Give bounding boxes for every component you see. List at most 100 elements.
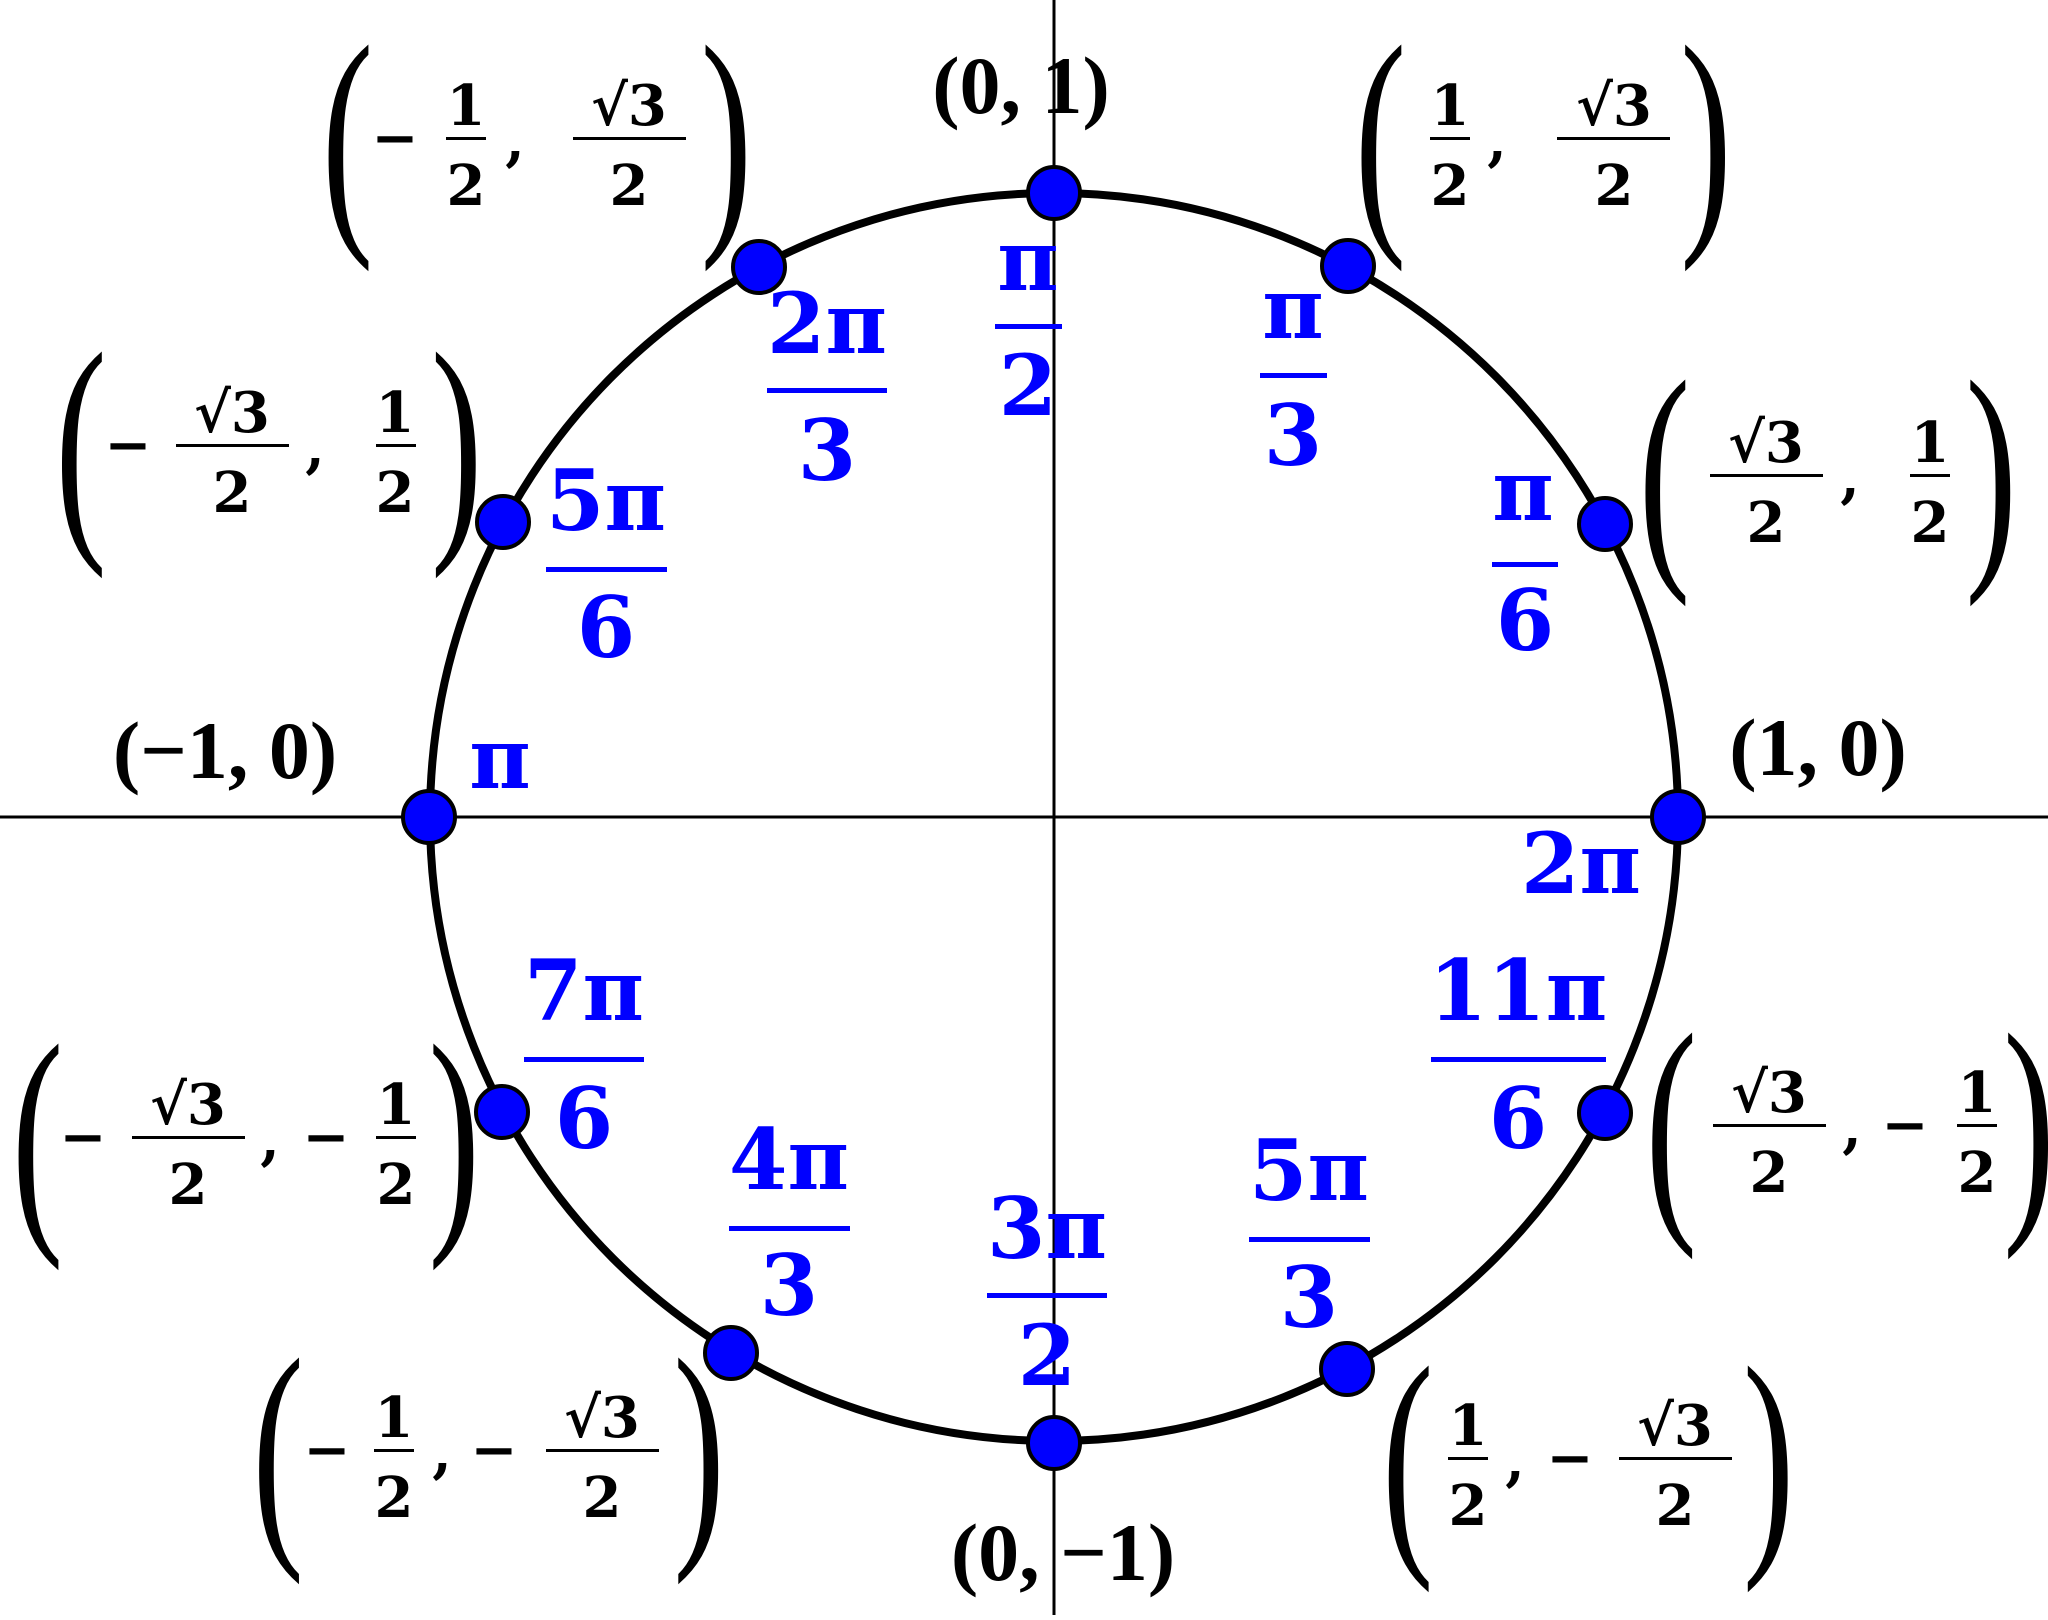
- coord-label-p240: ( − 1 2 , − √3 2 ): [252, 1309, 725, 1585]
- y-numerator: 1: [376, 380, 415, 446]
- right-paren: ): [2003, 984, 2048, 1260]
- left-paren: (: [1382, 1317, 1434, 1593]
- comma: ,: [305, 415, 325, 481]
- fraction-bar: [987, 1293, 1107, 1298]
- fraction-bar: [729, 1226, 850, 1231]
- angle-denominator: 3: [1280, 1248, 1338, 1347]
- x-numerator: 1: [1449, 1393, 1488, 1459]
- x-denominator: 2: [1431, 153, 1470, 219]
- y-fraction-bar: [1957, 1124, 1997, 1127]
- points: [401, 165, 1706, 1471]
- fraction-bar: [1260, 373, 1327, 378]
- angle-denominator: 3: [1264, 386, 1322, 485]
- fraction-bar: [546, 567, 667, 572]
- angle-numerator: 5π: [1249, 1121, 1369, 1220]
- x-numerator: 1: [375, 1385, 414, 1451]
- x-fraction-bar: [374, 1449, 414, 1452]
- fraction-bar: [995, 324, 1062, 329]
- y-sign: −: [1882, 1092, 1929, 1158]
- y-sign: −: [1547, 1425, 1594, 1491]
- angle-denominator: 6: [555, 1069, 613, 1168]
- angle-label-pi-over-2: π 2: [995, 211, 1062, 435]
- fraction-bar: [1431, 1057, 1606, 1062]
- coord-label-p150: ( − √3 2 , 1 2 ): [55, 303, 482, 579]
- angle-label-5pi-over-3: 5π 3: [1249, 1121, 1370, 1347]
- x-numerator: 1: [447, 73, 486, 139]
- y-numerator: 1: [1911, 410, 1950, 476]
- x-sign: −: [372, 105, 419, 171]
- x-denominator: 2: [447, 153, 486, 219]
- comma: ,: [432, 1420, 452, 1486]
- right-paren: ): [428, 995, 480, 1271]
- y-fraction-bar: [546, 1449, 659, 1452]
- comma: ,: [1505, 1428, 1525, 1494]
- x-numerator: √3: [194, 380, 270, 446]
- x-numerator: 1: [1431, 73, 1470, 139]
- y-denominator: 2: [1595, 153, 1634, 219]
- angle-label-2pi-over-3: 2π 3: [767, 274, 887, 500]
- y-fraction-bar: [1619, 1457, 1732, 1460]
- left-paren: (: [1645, 984, 1697, 1260]
- y-fraction-bar: [376, 1136, 416, 1139]
- point-4pi-over-3: [703, 1325, 759, 1381]
- angle-label-7pi-over-6: 7π 6: [524, 941, 644, 1168]
- x-fraction-bar: [1430, 137, 1470, 140]
- fraction-bar: [524, 1057, 644, 1062]
- comma: ,: [1842, 1095, 1862, 1161]
- y-fraction-bar: [1910, 474, 1950, 477]
- x-fraction-bar: [1713, 1124, 1826, 1127]
- right-paren: ): [431, 303, 483, 579]
- angle-denominator: 6: [1496, 571, 1554, 670]
- fraction-bar: [1249, 1237, 1370, 1242]
- angle-label-pi-over-6: π 6: [1492, 441, 1558, 670]
- point-pi: [401, 789, 457, 845]
- angle-label-5pi-over-6: 5π 6: [546, 451, 667, 677]
- right-paren: ): [1965, 331, 2017, 607]
- point-7pi-over-6: [474, 1084, 530, 1140]
- angle-numerator: π: [997, 211, 1058, 310]
- coord-label-0-1: (0, 1): [932, 40, 1110, 131]
- y-denominator: 2: [376, 460, 415, 526]
- x-fraction-bar: [446, 137, 486, 140]
- x-denominator: 2: [169, 1152, 208, 1218]
- fraction-bar: [767, 388, 887, 393]
- angle-denominator: 3: [798, 401, 856, 500]
- x-fraction-bar: [1710, 474, 1823, 477]
- y-numerator: √3: [591, 73, 667, 139]
- y-numerator: √3: [564, 1385, 640, 1451]
- coord-label-p330: ( √3 2 , − 1 2 ): [1645, 984, 2048, 1260]
- point-pi-over-2: [1026, 165, 1082, 221]
- coord-label-0-neg1: (0, −1): [951, 1507, 1175, 1598]
- x-denominator: 2: [1747, 490, 1786, 556]
- comma: ,: [260, 1107, 280, 1173]
- angle-denominator: 6: [577, 578, 635, 677]
- angle-numerator: π: [1262, 259, 1323, 358]
- point-5pi-over-3: [1319, 1341, 1375, 1397]
- x-denominator: 2: [1750, 1140, 1789, 1206]
- y-denominator: 2: [1958, 1140, 1997, 1206]
- angle-denominator: 6: [1489, 1069, 1547, 1168]
- point-5pi-over-6: [475, 494, 531, 550]
- y-denominator: 2: [610, 153, 649, 219]
- left-paren: (: [55, 303, 107, 579]
- y-numerator: √3: [1576, 73, 1652, 139]
- angle-label-3pi-over-2: 3π 2: [987, 1179, 1107, 1405]
- right-paren: ): [701, 0, 753, 272]
- coord-label-p30: ( √3 2 , 1 2 ): [1639, 331, 2017, 607]
- y-denominator: 2: [583, 1465, 622, 1531]
- left-paren: (: [1639, 331, 1691, 607]
- angle-denominator: 2: [999, 336, 1057, 435]
- x-fraction-bar: [132, 1136, 245, 1139]
- x-numerator: √3: [1728, 410, 1804, 476]
- point-3pi-over-2: [1026, 1415, 1082, 1471]
- y-denominator: 2: [1911, 490, 1950, 556]
- comma: ,: [1487, 108, 1507, 174]
- angle-labels: π 2 π 3 π 6 2π 3 5π 6 π 2π: [469, 211, 1641, 1405]
- angle-numerator: 11π: [1429, 941, 1607, 1040]
- angle-numerator: 7π: [524, 941, 644, 1040]
- point-2pi-over-3: [731, 239, 787, 295]
- left-paren: (: [322, 0, 374, 272]
